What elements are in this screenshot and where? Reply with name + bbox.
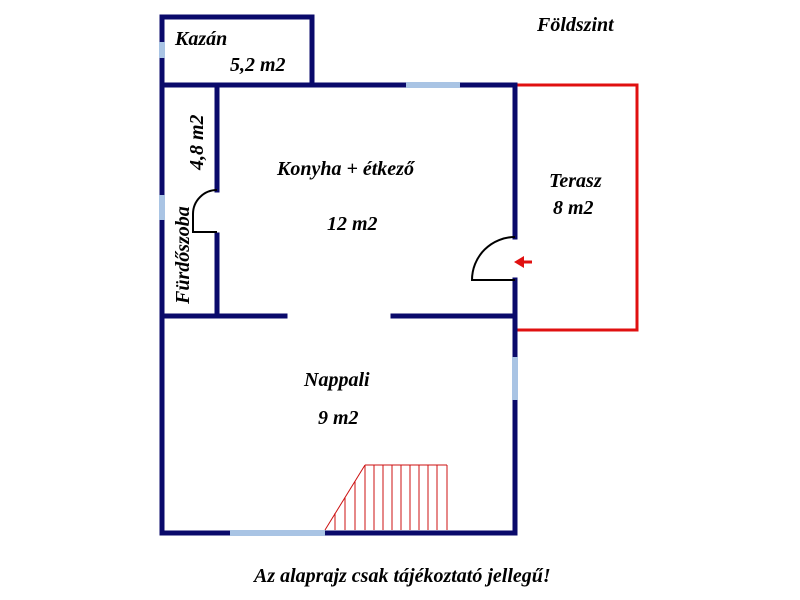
floor-title: Földszint xyxy=(537,14,614,36)
door-bath xyxy=(192,189,218,233)
room-konyha-area: 12 m2 xyxy=(327,213,378,235)
window-kazan xyxy=(159,42,165,58)
room-furdoszoba-name: Fürdőszoba xyxy=(172,206,194,304)
disclaimer-note: Az alaprajz csak tájékoztató jellegű! xyxy=(254,565,551,587)
window-bath xyxy=(159,195,165,220)
terrace-outline xyxy=(515,83,639,332)
room-kazan-name: Kazán xyxy=(175,28,228,50)
doors xyxy=(192,189,516,281)
window-right xyxy=(512,357,518,400)
door-terrace xyxy=(470,236,516,281)
entry-arrow xyxy=(514,256,532,268)
walls xyxy=(159,14,518,536)
room-konyha-name: Konyha + étkező xyxy=(277,158,414,180)
room-terasz-area: 8 m2 xyxy=(553,197,594,219)
windows xyxy=(159,42,518,536)
room-nappali-area: 9 m2 xyxy=(318,407,359,429)
stairs xyxy=(324,464,448,531)
room-terasz-name: Terasz xyxy=(549,170,602,192)
window-top xyxy=(406,82,460,88)
room-kazan-area: 5,2 m2 xyxy=(230,54,286,76)
window-bottom xyxy=(230,530,325,536)
room-furdoszoba-area: 4,8 m2 xyxy=(186,114,208,170)
room-nappali-name: Nappali xyxy=(304,369,370,391)
